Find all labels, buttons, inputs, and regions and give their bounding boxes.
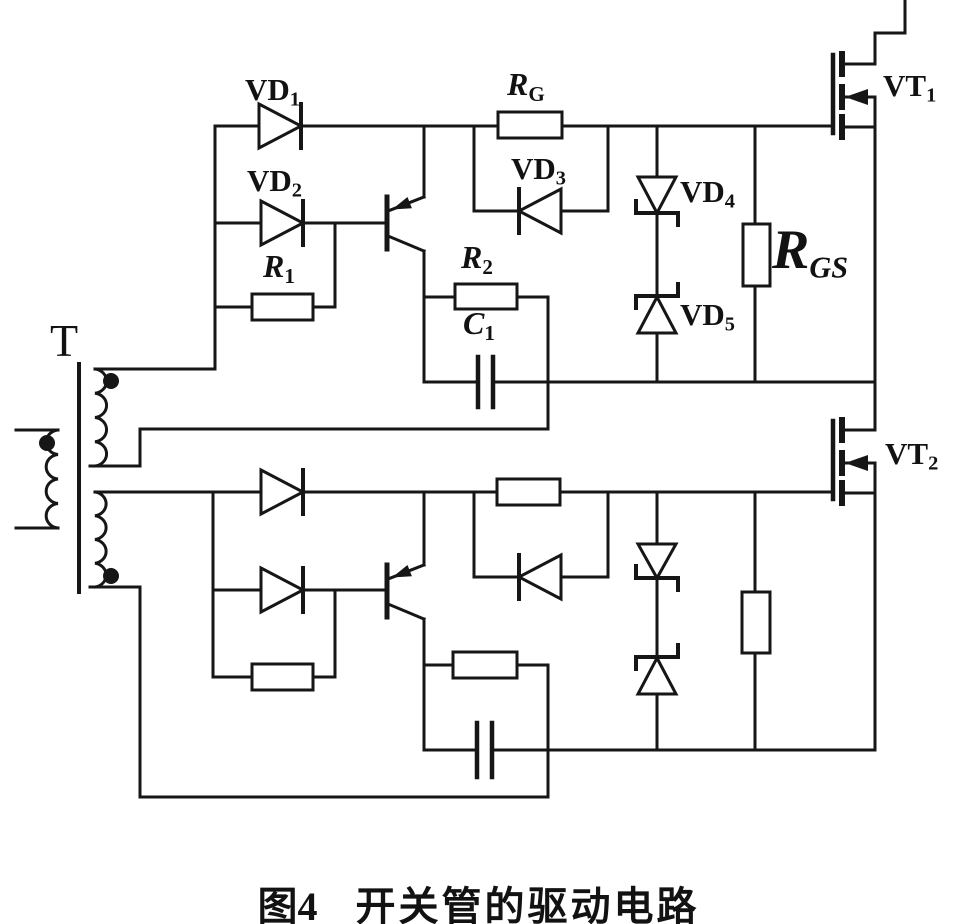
capacitor-c1-lower bbox=[474, 720, 495, 780]
polarity-dot-primary bbox=[39, 435, 55, 451]
vt2-drain-wire bbox=[840, 380, 877, 432]
polarity-dot-secondary-upper bbox=[103, 373, 119, 389]
mosfet-vt1 bbox=[830, 0, 907, 384]
capacitors bbox=[474, 354, 496, 780]
figure-title: 开关管的驱动电路 bbox=[355, 884, 700, 924]
vd4-label: VD4 bbox=[680, 174, 735, 213]
resistor-rgs-lower bbox=[740, 590, 772, 655]
zener-vd4-lower bbox=[634, 542, 680, 592]
zener-diodes bbox=[634, 175, 680, 696]
r1-label: R1 bbox=[263, 248, 295, 288]
resistor-rg bbox=[496, 110, 564, 140]
rgs-label: RGS bbox=[772, 219, 849, 285]
figure-number: 图4 bbox=[257, 884, 318, 924]
r2-label: R2 bbox=[461, 239, 493, 279]
wire-secondary-lower-return bbox=[88, 585, 550, 799]
zener-vd4 bbox=[634, 175, 680, 227]
secondary-lower-winding bbox=[93, 490, 108, 589]
diode-vd3-lower bbox=[515, 552, 563, 602]
vd2-label: VD2 bbox=[247, 163, 302, 202]
rg-label: RG bbox=[507, 66, 545, 106]
wire-q1-collector-diagonal bbox=[386, 234, 426, 253]
transformer bbox=[14, 362, 119, 594]
vd3-label: VD3 bbox=[511, 151, 566, 190]
diode-vd2 bbox=[259, 198, 307, 248]
q1-emitter-arrow-icon bbox=[392, 197, 412, 210]
diode-vd1 bbox=[257, 101, 305, 151]
secondary-upper-winding bbox=[93, 367, 108, 468]
figure-caption: 图4 开关管的驱动电路 bbox=[0, 874, 957, 924]
diode-vd3 bbox=[515, 186, 563, 236]
vt1-label: VT1 bbox=[883, 68, 937, 107]
vt1-drain-wire bbox=[840, 0, 907, 66]
resistor-r2 bbox=[453, 282, 519, 311]
capacitor-c1 bbox=[475, 354, 496, 410]
wire-secondary-upper-return bbox=[88, 427, 550, 468]
polarity-dot-secondary-lower bbox=[103, 568, 119, 584]
resistor-rg-lower bbox=[495, 477, 562, 507]
mosfet-vt2 bbox=[830, 380, 877, 752]
vd1-label: VD1 bbox=[245, 72, 300, 111]
transistor-q2 bbox=[384, 562, 412, 620]
q2-emitter-arrow-icon bbox=[392, 565, 412, 578]
resistor-r1 bbox=[250, 292, 315, 322]
vt2-body-arrow-icon bbox=[845, 455, 868, 471]
resistor-r1-lower bbox=[250, 662, 315, 692]
transformer-label: T bbox=[50, 315, 79, 366]
vd5-label: VD5 bbox=[680, 297, 735, 336]
resistor-r2-lower bbox=[451, 650, 519, 680]
diodes bbox=[257, 101, 563, 615]
zener-vd5-lower bbox=[634, 643, 680, 696]
resistors bbox=[250, 110, 772, 692]
wire-q2-collector-diagonal bbox=[386, 602, 426, 621]
transistor-q1 bbox=[384, 194, 412, 252]
vt2-label: VT2 bbox=[885, 436, 939, 475]
resistor-rgs bbox=[741, 222, 772, 288]
zener-vd5 bbox=[634, 282, 680, 335]
diode-vd2-lower bbox=[259, 565, 307, 615]
c1-label: C1 bbox=[463, 305, 495, 345]
vt1-body-arrow-icon bbox=[845, 89, 868, 105]
diode-vd1-lower bbox=[259, 467, 307, 517]
